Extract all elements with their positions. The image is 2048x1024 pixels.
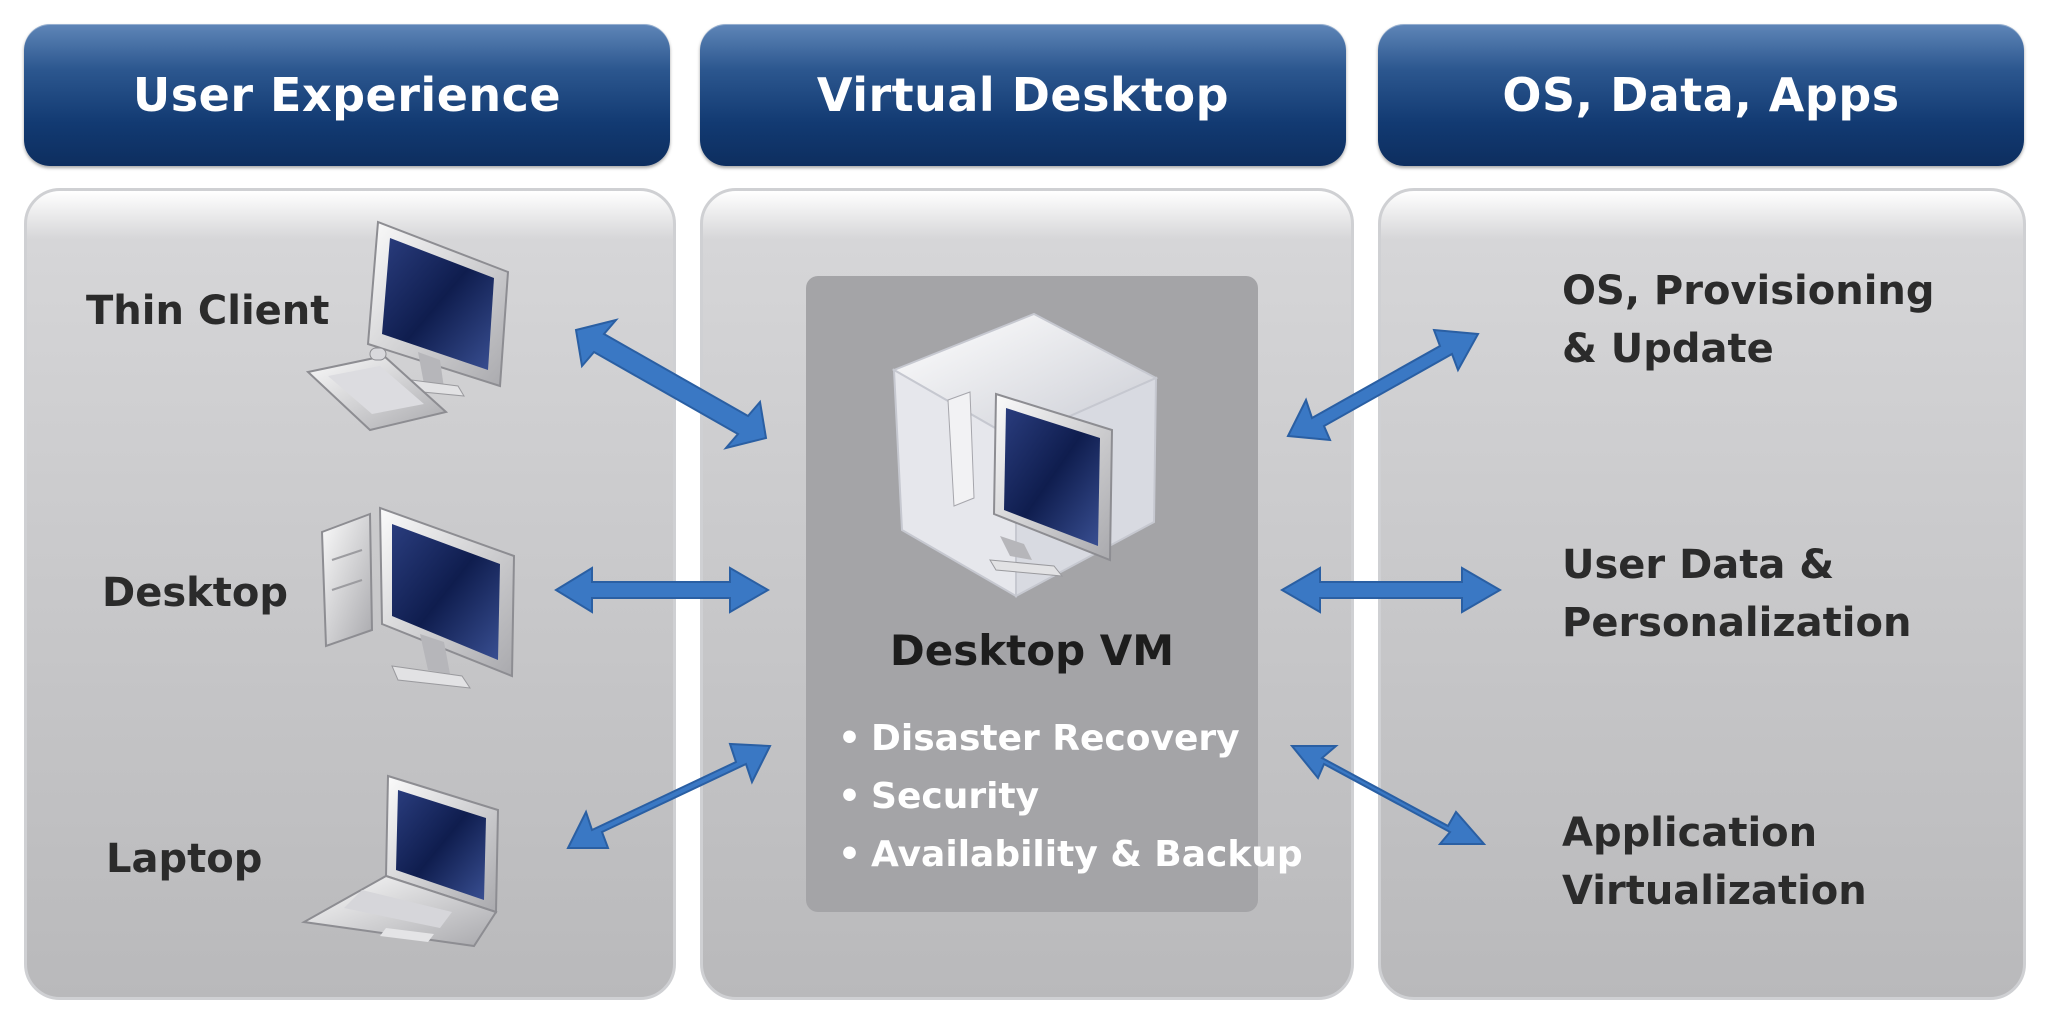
service-line: OS, Provisioning (1562, 268, 1935, 314)
service-line: Application (1562, 810, 1818, 856)
desktop-vm-title: Desktop VM (889, 626, 1175, 675)
arrow-thin-client-vm (574, 318, 768, 450)
client-label-desktop: Desktop (102, 570, 288, 616)
arrow-vm-app-virtualization (1289, 745, 1487, 845)
service-line: Personalization (1562, 600, 1912, 646)
client-label-laptop: Laptop (106, 836, 263, 882)
service-line: User Data & (1562, 542, 1835, 588)
virtual-machine-cube-icon (891, 312, 1159, 598)
desktop-computer-icon (320, 506, 516, 689)
connector-arrows (554, 318, 1502, 849)
service-line: & Update (1562, 326, 1774, 372)
vm-feature-item: Security (838, 768, 1303, 826)
laptop-icon (300, 774, 500, 948)
header-os-data-apps: OS, Data, Apps (1378, 24, 2024, 166)
vm-feature-item: Disaster Recovery (838, 710, 1303, 768)
service-line: Virtualization (1562, 868, 1867, 914)
vm-feature-list: Disaster Recovery Security Availability … (838, 710, 1303, 884)
arrow-laptop-vm (566, 742, 772, 849)
thin-client-icon (305, 220, 510, 432)
arrow-desktop-vm (554, 566, 770, 614)
arrow-vm-os-provisioning (1286, 328, 1480, 442)
service-label-os-provisioning: OS, Provisioning & Update (1562, 262, 1935, 378)
client-label-thin-client: Thin Client (86, 288, 330, 334)
header-user-experience: User Experience (24, 24, 670, 166)
service-label-user-data: User Data & Personalization (1562, 536, 1911, 652)
service-label-app-virtualization: Application Virtualization (1562, 804, 1867, 920)
arrow-vm-user-data (1280, 566, 1502, 614)
vm-feature-item: Availability & Backup (838, 826, 1303, 884)
header-virtual-desktop: Virtual Desktop (700, 24, 1346, 166)
